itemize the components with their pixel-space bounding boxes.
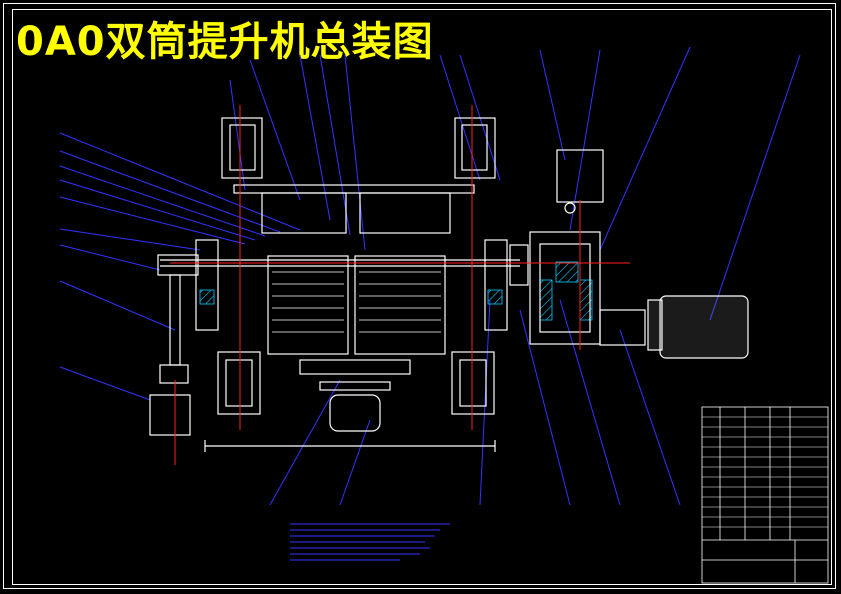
electric-motor [647,295,749,359]
title-block [701,406,829,584]
reducer-gearbox [509,149,646,346]
drawing-title: 0A0双筒提升机总装图 [16,19,434,65]
hoist-frame [149,117,520,452]
drawing-border-inner [12,9,832,585]
drum-windings [272,271,441,333]
leader-lines [59,46,801,506]
centerlines [170,105,630,465]
title-block-rows [702,416,828,528]
technical-notes [290,523,450,561]
drawing-border-outer [3,3,836,589]
bearing-hatches [199,261,593,321]
